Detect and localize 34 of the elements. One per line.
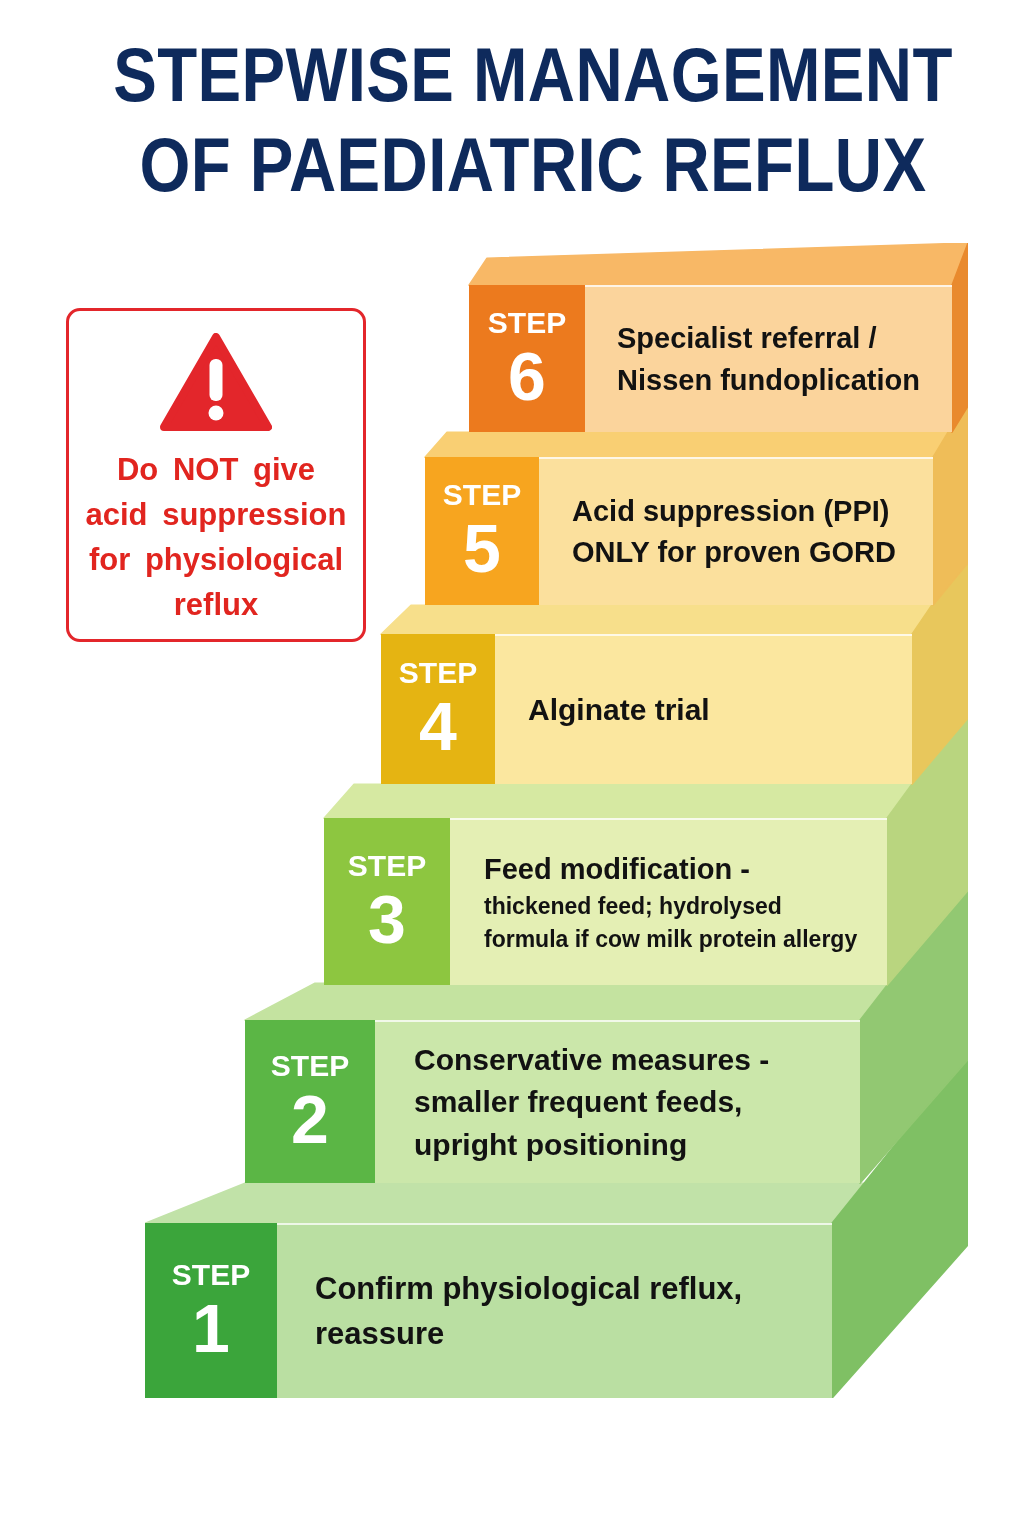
- step-number: 4: [419, 692, 457, 760]
- warning-text: Do NOT give acid suppression for physiological reflux: [84, 451, 348, 624]
- step-badge: [381, 634, 495, 784]
- step-label: STEP: [487, 307, 567, 338]
- step-label: STEP: [442, 480, 522, 510]
- step-label: STEP: [347, 850, 427, 881]
- step-block: [425, 457, 933, 605]
- step-description: Acid suppression (PPI) ONLY for proven GORD: [572, 493, 897, 570]
- warning-box: [66, 308, 366, 642]
- step-heading: Feed modification -: [484, 852, 751, 888]
- step-description: Conservative measures - smaller frequent feeds, upright positioning: [414, 1041, 771, 1163]
- step-description: Specialist referral / Nissen fundoplication: [617, 321, 921, 398]
- step-number: 3: [368, 884, 406, 953]
- step-block: [381, 634, 912, 784]
- step-number: 6: [508, 341, 546, 410]
- step-badge: [469, 285, 585, 432]
- step-block: [324, 818, 887, 985]
- step-block: [469, 285, 952, 432]
- step-label: STEP: [398, 658, 478, 688]
- step-description: Alginate trial: [528, 691, 711, 728]
- step-number: 1: [192, 1293, 230, 1362]
- step-number: 2: [291, 1084, 329, 1153]
- step-badge: [324, 818, 450, 985]
- step-badge: [245, 1020, 375, 1183]
- step-block: [245, 1020, 860, 1183]
- step-block: [145, 1223, 832, 1398]
- step-label: STEP: [171, 1259, 251, 1290]
- step-description: Confirm physiological reflux, reassure: [315, 1270, 744, 1353]
- step-label: STEP: [270, 1050, 350, 1081]
- title: STEPWISE MANAGEMENT OF PAEDIATRIC REFLUX: [112, 31, 954, 209]
- step-description: thickened feed; hydrolysed formula if cow milk protein allergy: [484, 892, 859, 955]
- step-badge: [145, 1223, 277, 1398]
- step-badge: [425, 457, 539, 605]
- step-number: 5: [463, 514, 501, 582]
